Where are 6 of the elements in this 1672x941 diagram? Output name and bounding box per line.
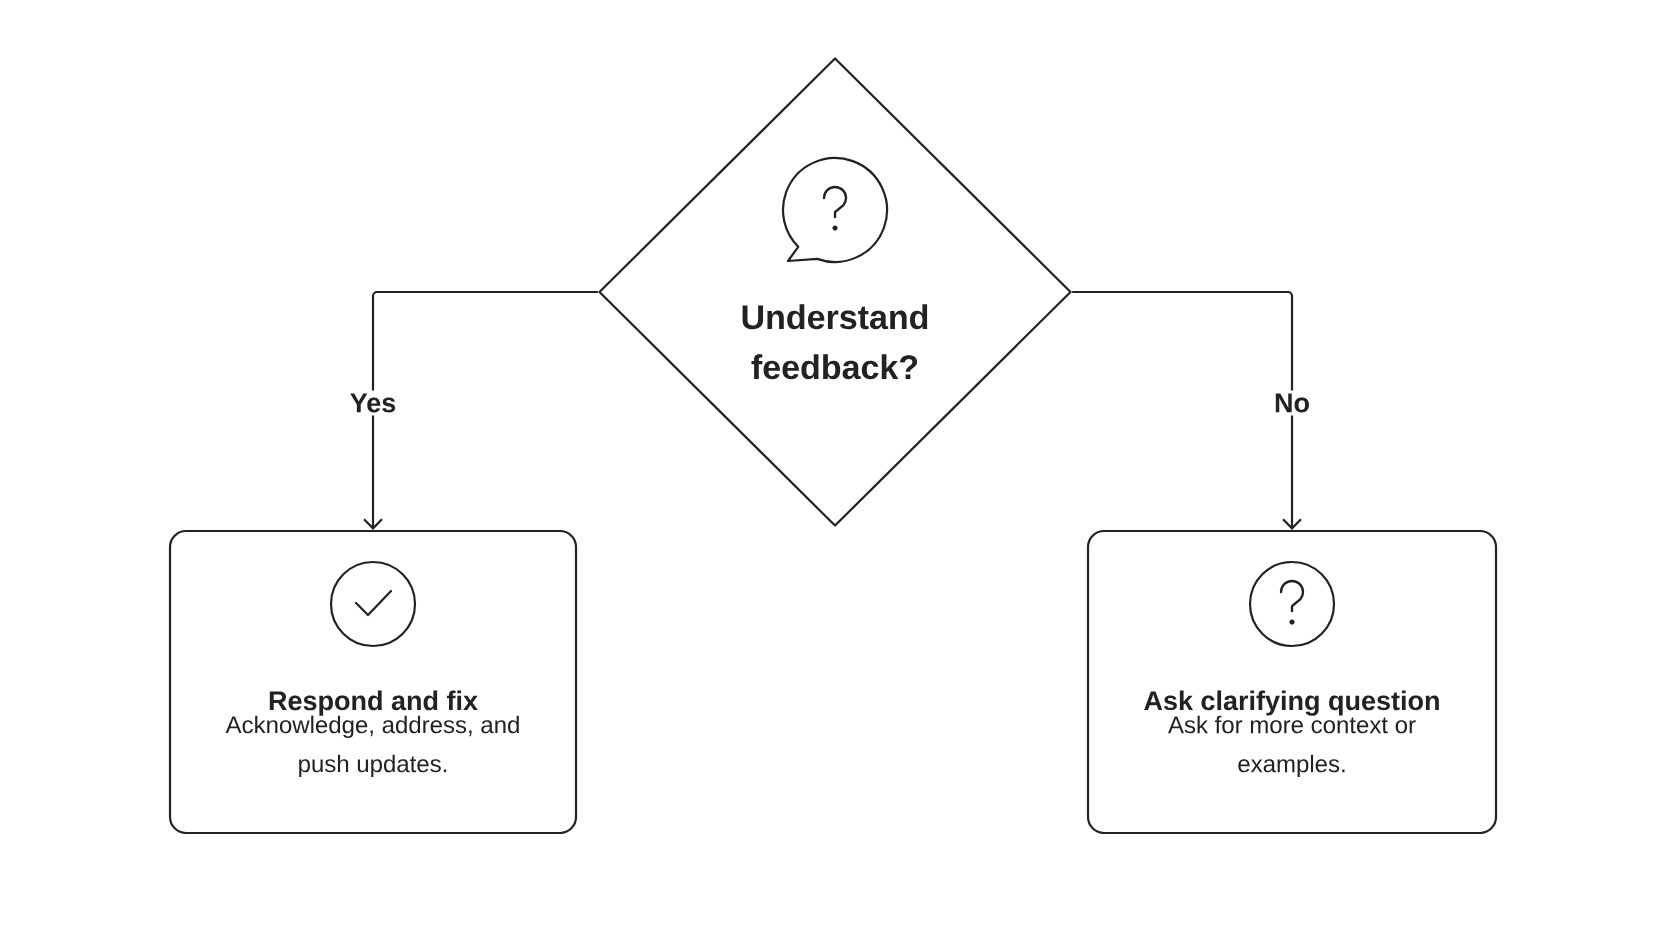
edge-label: Yes	[346, 390, 400, 416]
process-box: Ask clarifying question Ask for more context or examples.	[1086, 529, 1498, 835]
arrow	[1072, 290, 1302, 530]
arrow	[363, 290, 598, 530]
edge-label: No	[1271, 390, 1313, 416]
process-box: Respond and fix Acknowledge, address, and push updates.	[168, 529, 578, 835]
